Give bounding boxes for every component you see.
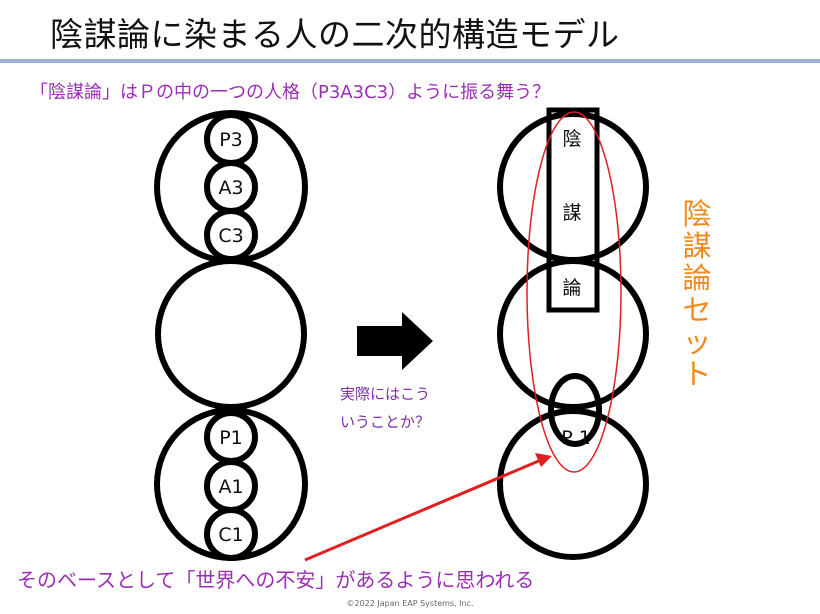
right-vertical-bar bbox=[546, 107, 600, 313]
mid-caption-line-2: いうことか？ bbox=[340, 413, 431, 431]
mid-caption: 実際にはこう いうことか？ bbox=[340, 380, 430, 436]
left-p1-label: P1 bbox=[219, 427, 243, 449]
mid-caption-line-1: 実際にはこう bbox=[340, 385, 431, 403]
pointer-arrowhead-icon bbox=[535, 453, 552, 467]
left-model bbox=[154, 110, 308, 561]
bottom-caption: そのベースとして「世界への不安」があるように思われる bbox=[17, 568, 535, 592]
left-p3-label: P3 bbox=[219, 129, 243, 151]
right-p1-label: P 1 bbox=[561, 427, 591, 449]
copyright-footer: ©2022 Japan EAP Systems, Inc. bbox=[346, 599, 474, 608]
right-small-oval bbox=[548, 373, 602, 447]
left-c3-circle bbox=[204, 208, 258, 262]
right-model bbox=[497, 107, 649, 560]
left-c3-label: C3 bbox=[218, 225, 243, 247]
left-c1-label: C1 bbox=[218, 524, 243, 546]
bar-char-1: 陰 bbox=[562, 128, 581, 150]
right-bottom-circle bbox=[497, 408, 649, 560]
slide-subtitle: 「陰謀論」はＰの中の一つの人格（P3A3C3）ように振る舞う？ bbox=[30, 82, 551, 103]
pointer-line bbox=[304, 458, 542, 562]
left-middle-circle bbox=[155, 258, 307, 410]
title-divider bbox=[0, 59, 820, 63]
left-c1-circle bbox=[204, 507, 258, 561]
bar-char-2: 謀 bbox=[562, 202, 581, 224]
bar-char-3: 論 bbox=[562, 277, 581, 299]
conspiracy-set-label: 陰謀論セット bbox=[682, 197, 712, 391]
right-arrow-icon bbox=[357, 312, 433, 370]
left-a1-label: A1 bbox=[218, 476, 243, 498]
right-middle-circle bbox=[497, 258, 649, 410]
conspiracy-set-ellipse bbox=[526, 111, 622, 473]
left-a3-label: A3 bbox=[218, 177, 243, 199]
slide-title: 陰謀論に染まる人の二次的構造モデル bbox=[50, 15, 620, 54]
